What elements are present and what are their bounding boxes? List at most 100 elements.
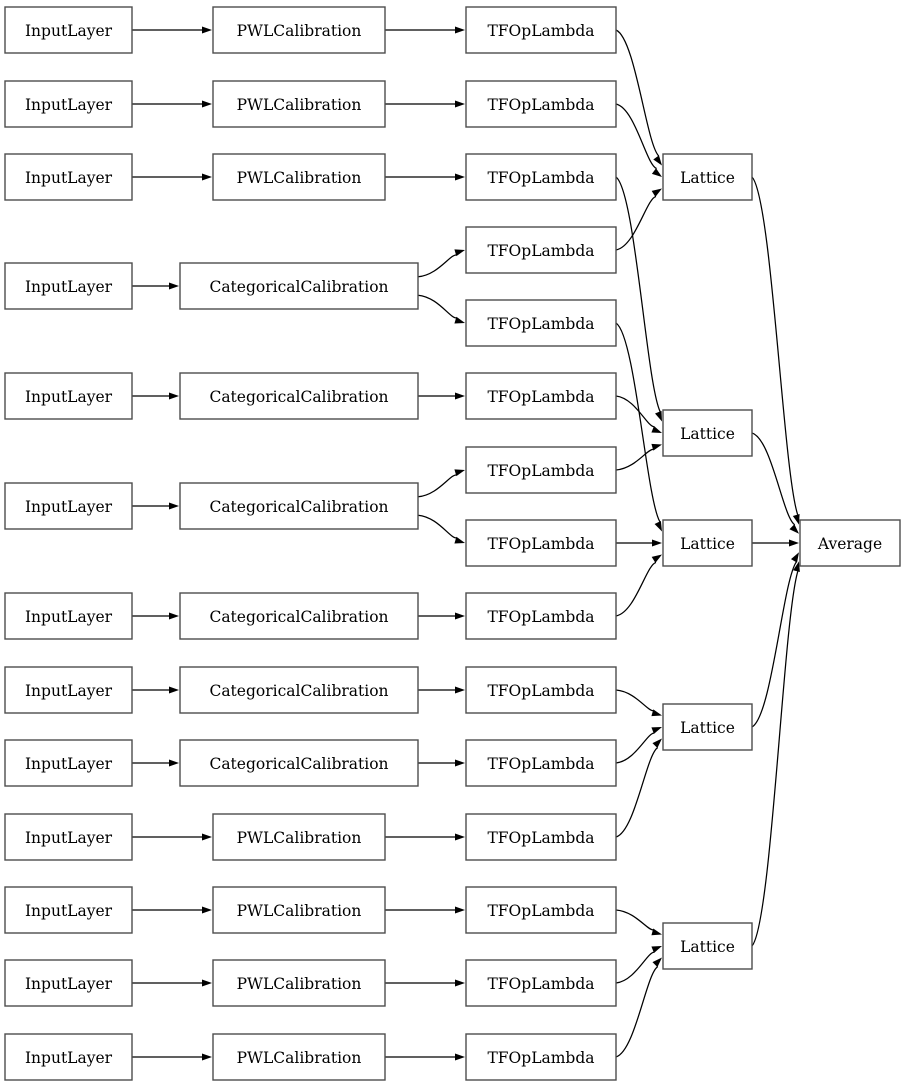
node-in1-inputlayer[interactable]: InputLayer [4, 6, 133, 54]
node-cal11-pwlcalibration[interactable]: PWLCalibration [212, 886, 386, 934]
node-box[interactable] [662, 922, 753, 970]
node-box[interactable] [4, 372, 133, 420]
node-lam1-tfoplambda[interactable]: TFOpLambda [465, 6, 617, 54]
node-in7-inputlayer[interactable]: InputLayer [4, 592, 133, 640]
node-box[interactable] [4, 886, 133, 934]
node-box[interactable] [212, 153, 386, 201]
node-lam9-tfoplambda[interactable]: TFOpLambda [465, 592, 617, 640]
node-box[interactable] [179, 592, 419, 640]
node-box[interactable] [179, 262, 419, 310]
node-lam3-tfoplambda[interactable]: TFOpLambda [465, 153, 617, 201]
node-box[interactable] [179, 739, 419, 787]
node-cal13-pwlcalibration[interactable]: PWLCalibration [212, 1033, 386, 1081]
node-box[interactable] [465, 299, 617, 347]
node-box[interactable] [465, 1033, 617, 1081]
node-box[interactable] [212, 959, 386, 1007]
node-lam5-tfoplambda[interactable]: TFOpLambda [465, 299, 617, 347]
node-lam4-tfoplambda[interactable]: TFOpLambda [465, 226, 617, 274]
node-in12-inputlayer[interactable]: InputLayer [4, 959, 133, 1007]
node-box[interactable] [212, 886, 386, 934]
node-label: InputLayer [25, 608, 113, 626]
node-box[interactable] [179, 372, 419, 420]
node-box[interactable] [4, 592, 133, 640]
node-box[interactable] [465, 666, 617, 714]
node-box[interactable] [212, 813, 386, 861]
node-lam14-tfoplambda[interactable]: TFOpLambda [465, 959, 617, 1007]
node-lat5-lattice[interactable]: Lattice [662, 922, 753, 970]
node-in6-inputlayer[interactable]: InputLayer [4, 482, 133, 530]
node-cal12-pwlcalibration[interactable]: PWLCalibration [212, 959, 386, 1007]
node-box[interactable] [4, 959, 133, 1007]
node-in2-inputlayer[interactable]: InputLayer [4, 80, 133, 128]
node-in5-inputlayer[interactable]: InputLayer [4, 372, 133, 420]
node-lam8-tfoplambda[interactable]: TFOpLambda [465, 519, 617, 567]
node-cal3-pwlcalibration[interactable]: PWLCalibration [212, 153, 386, 201]
node-box[interactable] [465, 226, 617, 274]
node-box[interactable] [465, 153, 617, 201]
node-in8-inputlayer[interactable]: InputLayer [4, 666, 133, 714]
node-box[interactable] [662, 519, 753, 567]
node-box[interactable] [465, 886, 617, 934]
node-box[interactable] [465, 6, 617, 54]
node-box[interactable] [4, 813, 133, 861]
node-lam10-tfoplambda[interactable]: TFOpLambda [465, 666, 617, 714]
node-cal10-pwlcalibration[interactable]: PWLCalibration [212, 813, 386, 861]
node-lat2-lattice[interactable]: Lattice [662, 409, 753, 457]
node-lat1-lattice[interactable]: Lattice [662, 153, 753, 201]
node-box[interactable] [179, 666, 419, 714]
node-in4-inputlayer[interactable]: InputLayer [4, 262, 133, 310]
node-box[interactable] [4, 80, 133, 128]
node-box[interactable] [4, 1033, 133, 1081]
node-cal1-pwlcalibration[interactable]: PWLCalibration [212, 6, 386, 54]
node-label: InputLayer [25, 829, 113, 847]
node-lam13-tfoplambda[interactable]: TFOpLambda [465, 886, 617, 934]
edge-in10-to-cal10 [132, 833, 212, 841]
node-box[interactable] [4, 482, 133, 530]
node-in10-inputlayer[interactable]: InputLayer [4, 813, 133, 861]
node-cal2-pwlcalibration[interactable]: PWLCalibration [212, 80, 386, 128]
node-box[interactable] [465, 446, 617, 494]
node-lat3-lattice[interactable]: Lattice [662, 519, 753, 567]
node-box[interactable] [212, 1033, 386, 1081]
node-box[interactable] [465, 739, 617, 787]
node-in3-inputlayer[interactable]: InputLayer [4, 153, 133, 201]
node-box[interactable] [662, 153, 753, 201]
node-cal8-categoricalcalibration[interactable]: CategoricalCalibration [179, 666, 419, 714]
node-box[interactable] [212, 80, 386, 128]
node-lat4-lattice[interactable]: Lattice [662, 703, 753, 751]
node-box[interactable] [4, 739, 133, 787]
node-cal9-categoricalcalibration[interactable]: CategoricalCalibration [179, 739, 419, 787]
node-box[interactable] [465, 813, 617, 861]
node-label: PWLCalibration [237, 22, 362, 40]
node-box[interactable] [212, 6, 386, 54]
node-lam15-tfoplambda[interactable]: TFOpLambda [465, 1033, 617, 1081]
node-box[interactable] [465, 372, 617, 420]
node-lam6-tfoplambda[interactable]: TFOpLambda [465, 372, 617, 420]
node-box[interactable] [4, 262, 133, 310]
node-lam7-tfoplambda[interactable]: TFOpLambda [465, 446, 617, 494]
node-cal5-categoricalcalibration[interactable]: CategoricalCalibration [179, 372, 419, 420]
node-label: PWLCalibration [237, 169, 362, 187]
node-cal4-categoricalcalibration[interactable]: CategoricalCalibration [179, 262, 419, 310]
node-in13-inputlayer[interactable]: InputLayer [4, 1033, 133, 1081]
node-box[interactable] [4, 666, 133, 714]
node-box[interactable] [465, 80, 617, 128]
node-box[interactable] [465, 519, 617, 567]
node-lam12-tfoplambda[interactable]: TFOpLambda [465, 813, 617, 861]
node-label: Lattice [680, 169, 735, 187]
node-lam11-tfoplambda[interactable]: TFOpLambda [465, 739, 617, 787]
node-cal7-categoricalcalibration[interactable]: CategoricalCalibration [179, 592, 419, 640]
node-box[interactable] [662, 409, 753, 457]
node-in11-inputlayer[interactable]: InputLayer [4, 886, 133, 934]
node-box[interactable] [662, 703, 753, 751]
node-box[interactable] [4, 6, 133, 54]
node-box[interactable] [799, 519, 901, 567]
node-cal6-categoricalcalibration[interactable]: CategoricalCalibration [179, 482, 419, 530]
node-in9-inputlayer[interactable]: InputLayer [4, 739, 133, 787]
node-box[interactable] [4, 153, 133, 201]
node-box[interactable] [465, 959, 617, 1007]
node-box[interactable] [179, 482, 419, 530]
node-lam2-tfoplambda[interactable]: TFOpLambda [465, 80, 617, 128]
node-avg-average[interactable]: Average [799, 519, 901, 567]
node-box[interactable] [465, 592, 617, 640]
